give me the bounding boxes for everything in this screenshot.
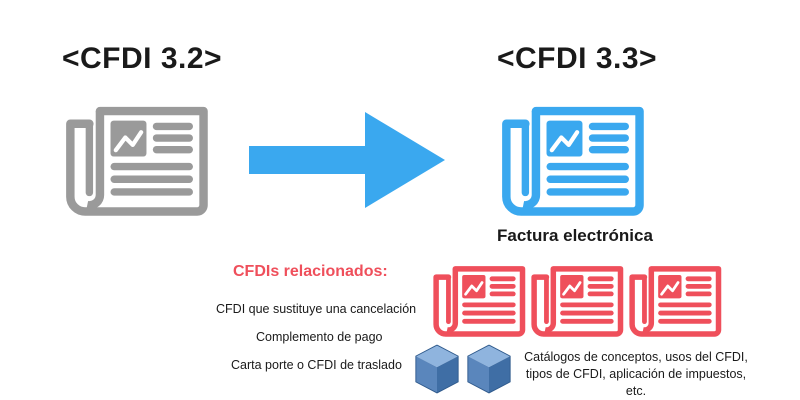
cube-icon <box>414 343 460 395</box>
catalog-line: tipos de CFDI, aplicación de impuestos, <box>525 367 747 381</box>
cube-icon <box>466 343 512 395</box>
newspaper-icon <box>432 258 528 338</box>
right-arrow-icon <box>249 112 445 208</box>
cfdi-32-title: <CFDI 3.2> <box>62 42 223 75</box>
related-cfdis-title: CFDIs relacionados: <box>233 263 388 280</box>
related-item: Carta porte o CFDI de traslado <box>231 358 402 372</box>
catalog-line: Catálogos de conceptos, usos del CFDI, <box>524 350 748 364</box>
newspaper-icon <box>530 258 626 338</box>
catalog-line: etc. <box>625 384 647 398</box>
newspaper-icon <box>500 95 648 217</box>
related-item: CFDI que sustituye una cancelación <box>216 302 417 316</box>
newspaper-icon <box>628 258 724 338</box>
factura-electronica-label: Factura electrónica <box>497 226 653 245</box>
related-item: Complemento de pago <box>256 330 383 344</box>
cfdi-33-title: <CFDI 3.3> <box>497 42 658 75</box>
newspaper-icon <box>64 95 212 217</box>
